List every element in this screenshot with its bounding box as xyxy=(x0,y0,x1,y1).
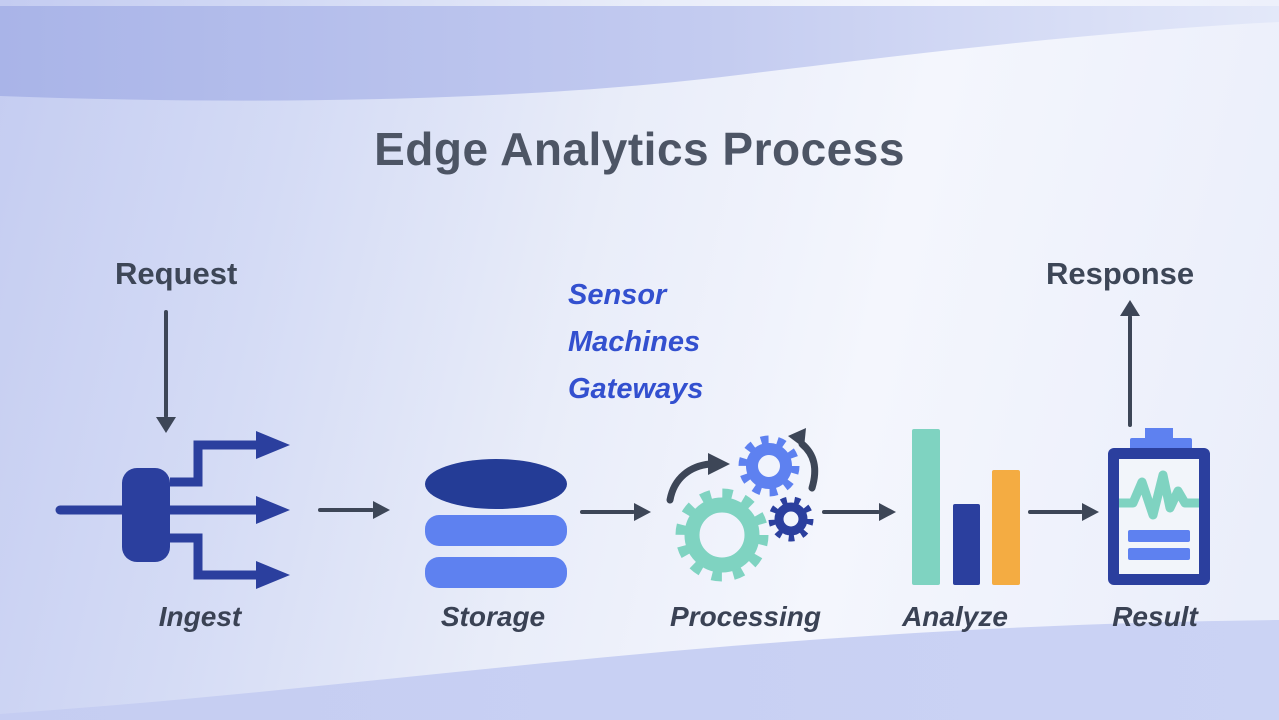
processing-gears-icon xyxy=(666,428,819,582)
analyze-bars-icon xyxy=(912,429,1020,585)
source-item-machines: Machines xyxy=(568,326,701,358)
step-label-processing: Processing xyxy=(670,601,821,632)
step-label-result: Result xyxy=(1112,601,1198,632)
ingest-fanout-icon xyxy=(55,431,290,589)
page-title: Edge Analytics Process xyxy=(374,123,905,175)
result-clipboard-icon xyxy=(1108,428,1210,585)
flow-arrow-analyze-result xyxy=(1028,503,1099,521)
response-label: Response xyxy=(1046,256,1195,291)
source-item-gateways: Gateways xyxy=(568,373,704,405)
flow-arrow-ingest-storage xyxy=(318,501,390,519)
storage-database-icon xyxy=(425,459,567,588)
up-arrow-icon xyxy=(1120,300,1140,427)
down-arrow-icon xyxy=(156,310,176,433)
request-label: Request xyxy=(115,256,238,291)
flow-arrow-storage-processing xyxy=(580,503,651,521)
step-label-storage: Storage xyxy=(440,601,546,632)
step-label-ingest: Ingest xyxy=(158,601,242,632)
top-swoosh-decoration xyxy=(0,6,1279,101)
source-item-sensor: Sensor xyxy=(568,279,667,311)
step-label-analyze: Analyze xyxy=(902,601,1008,632)
source-list: Sensor Machines Gateways xyxy=(568,272,703,413)
flow-arrow-processing-analyze xyxy=(822,503,896,521)
